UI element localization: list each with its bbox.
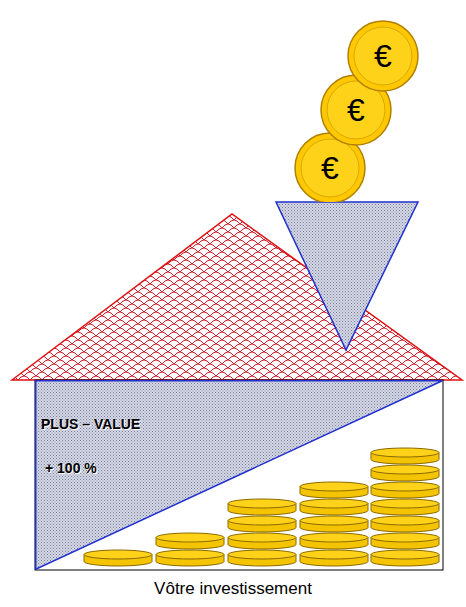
coin-top bbox=[371, 482, 439, 491]
house-wall bbox=[35, 380, 443, 570]
gain-triangle: PLUS – VALUE + 100 % bbox=[35, 380, 443, 570]
coin-top bbox=[156, 550, 224, 559]
coin-top bbox=[300, 516, 368, 525]
coin-top bbox=[300, 533, 368, 542]
coin-top bbox=[371, 550, 439, 559]
coin-top bbox=[300, 550, 368, 559]
coin-top bbox=[300, 499, 368, 508]
gain-percent: + 100 % bbox=[45, 460, 97, 476]
coin-top bbox=[228, 499, 296, 508]
caption: Vôtre investissement bbox=[154, 579, 312, 599]
coin-top bbox=[228, 533, 296, 542]
coin-top bbox=[371, 516, 439, 525]
euro-sign: € bbox=[321, 152, 339, 184]
coin-top bbox=[371, 465, 439, 474]
coin-top bbox=[156, 533, 224, 542]
funnel bbox=[276, 202, 418, 350]
coin-top bbox=[371, 448, 439, 457]
coin-top bbox=[84, 550, 152, 559]
coin-top bbox=[371, 499, 439, 508]
gain-heading: PLUS – VALUE bbox=[41, 416, 140, 432]
euro-sign: € bbox=[347, 94, 365, 126]
euro-coin: € bbox=[346, 19, 420, 93]
euro-sign: € bbox=[374, 40, 392, 72]
coin-top bbox=[371, 533, 439, 542]
coin-top bbox=[228, 550, 296, 559]
coin-top bbox=[300, 482, 368, 491]
coin-top bbox=[228, 516, 296, 525]
